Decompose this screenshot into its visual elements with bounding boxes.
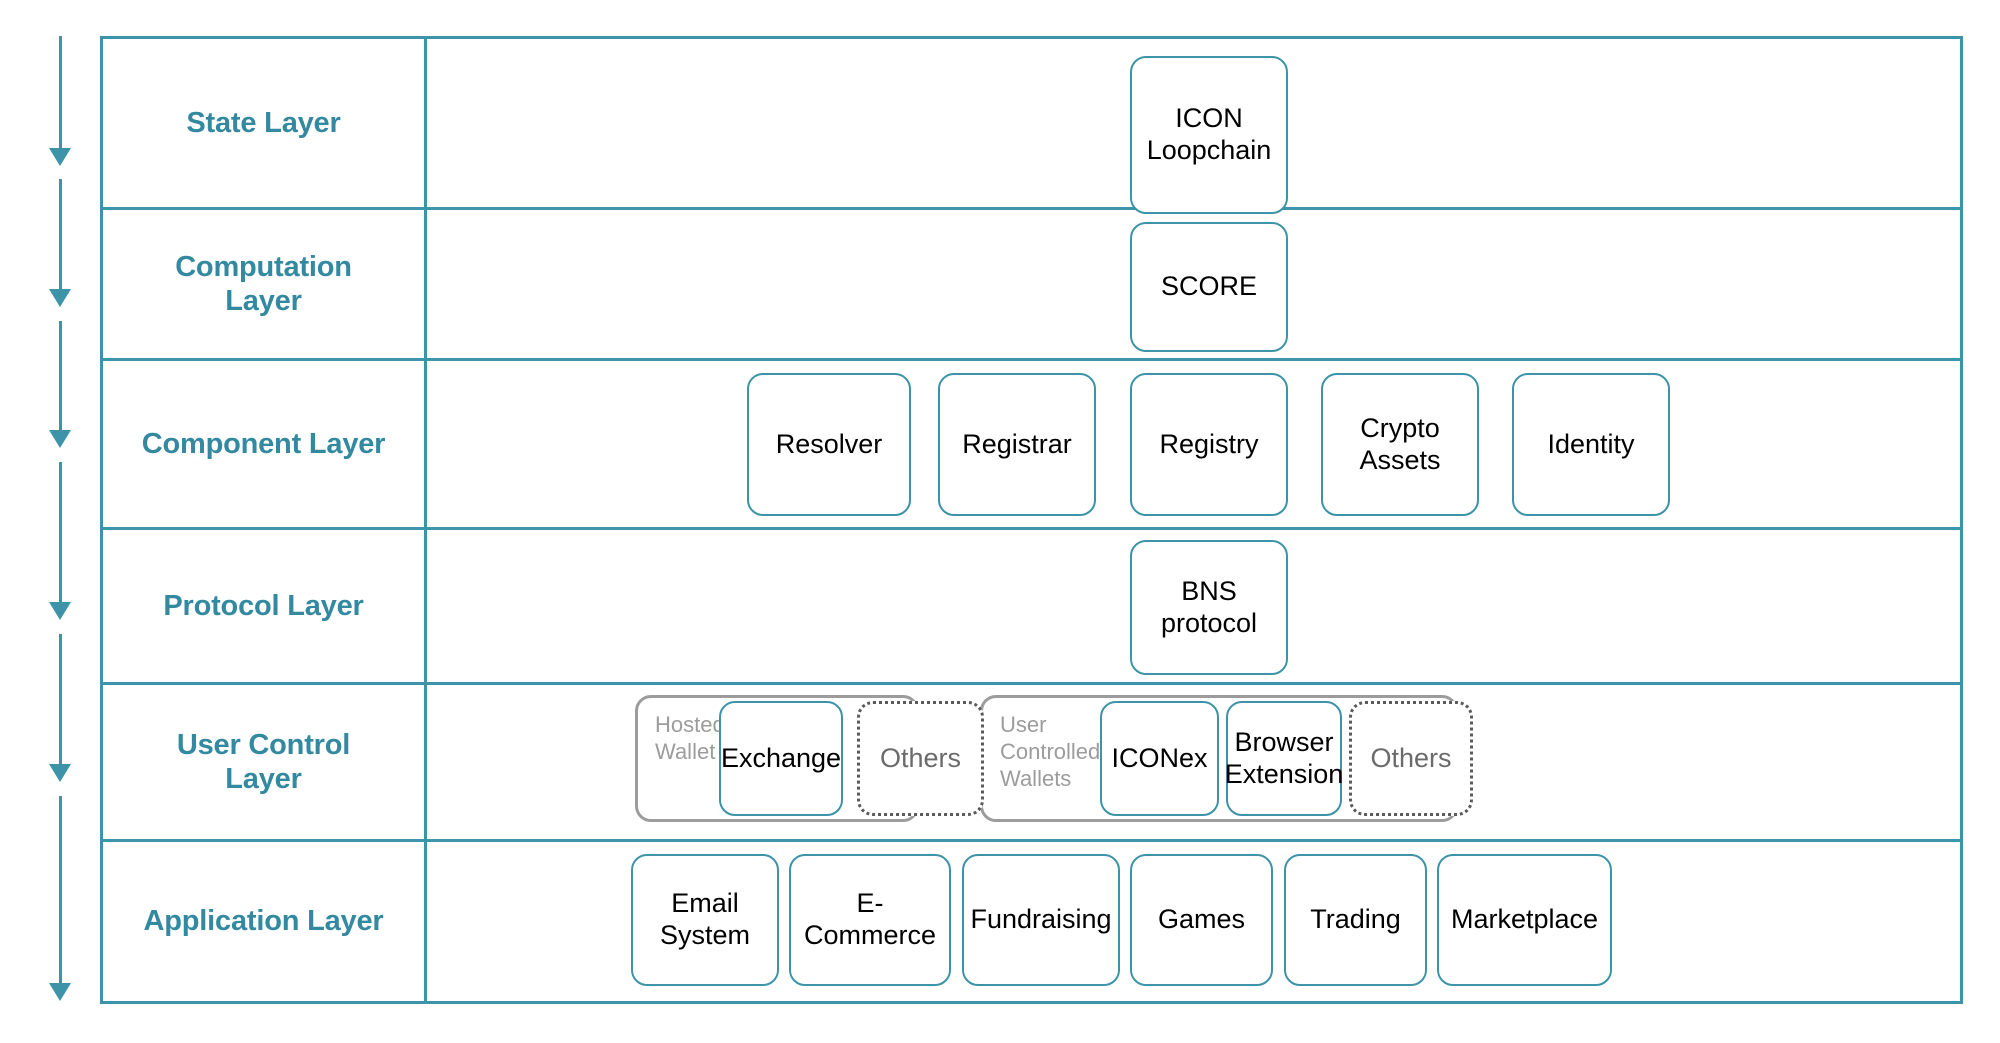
node-e-commerce[interactable]: E- Commerce — [789, 854, 951, 986]
layer-content-computation: SCORE — [427, 210, 1960, 358]
group-user-controlled-wallets-label: User Controlled Wallets — [1000, 712, 1100, 792]
group-hosted-wallet-label-line1: Hosted — [655, 712, 725, 737]
node-marketplace[interactable]: Marketplace — [1437, 854, 1612, 986]
layer-content-application: Email System E- Commerce Fundraising Gam… — [427, 842, 1960, 1001]
node-registrar[interactable]: Registrar — [938, 373, 1096, 516]
node-exchange[interactable]: Exchange — [719, 701, 843, 816]
layer-content-state: ICON Loopchain — [427, 39, 1960, 214]
layer-table: State Layer ICON Loopchain Computation L… — [100, 36, 1963, 1004]
node-email-system[interactable]: Email System — [631, 854, 779, 986]
arrow-down-icon-6 — [40, 796, 80, 1001]
node-registry[interactable]: Registry — [1130, 373, 1288, 516]
layer-row-component: Component Layer Resolver Registrar Regis… — [103, 361, 1960, 530]
group-hosted-wallet-label-line2: Wallet — [655, 738, 716, 764]
arrow-down-icon-5 — [40, 634, 80, 782]
layer-row-application: Application Layer Email System E- Commer… — [103, 842, 1960, 1001]
node-others-user-controlled-wallets[interactable]: Others — [1349, 701, 1473, 816]
layer-row-protocol: Protocol Layer BNS protocol — [103, 530, 1960, 685]
node-e-commerce-line2: Commerce — [803, 920, 937, 950]
layer-label-user-control-line1: User Control — [176, 728, 351, 761]
node-bns-protocol-line2: protocol — [1160, 607, 1258, 638]
group-ucw-label-line2: Controlled — [1000, 738, 1101, 764]
group-hosted-wallet-label: Hosted Wallet — [655, 712, 725, 766]
node-icon-loopchain-line1: ICON — [1175, 103, 1243, 134]
node-trading[interactable]: Trading — [1284, 854, 1427, 986]
arrow-down-icon-1 — [40, 36, 80, 166]
layer-row-user-control: User Control Layer Hosted Wallet User Co… — [103, 685, 1960, 842]
arrow-down-icon-2 — [40, 179, 80, 307]
layer-row-computation: Computation Layer SCORE — [103, 210, 1960, 361]
node-browser-extension-line1: Browser — [1234, 726, 1334, 757]
node-email-system-line2: System — [659, 920, 751, 950]
node-browser-extension-line2: Extension — [1224, 758, 1344, 789]
node-crypto-assets-line2: Assets — [1359, 444, 1441, 475]
layer-label-computation-line2: Layer — [225, 285, 302, 317]
node-icon-loopchain[interactable]: ICON Loopchain — [1130, 56, 1288, 214]
arrow-down-icon-3 — [40, 321, 80, 448]
node-icon-loopchain-line2: Loopchain — [1146, 135, 1272, 165]
node-bns-protocol-line1: BNS — [1181, 575, 1237, 606]
layer-label-state: State Layer — [103, 39, 427, 207]
layer-label-application: Application Layer — [103, 842, 427, 1001]
node-fundraising[interactable]: Fundraising — [962, 854, 1120, 986]
node-games[interactable]: Games — [1130, 854, 1273, 986]
node-browser-extension[interactable]: Browser Extension — [1224, 701, 1344, 816]
layer-label-computation-line1: Computation — [175, 250, 352, 283]
flow-arrow-rail — [40, 36, 80, 1004]
node-crypto-assets-line1: Crypto — [1360, 412, 1440, 443]
node-crypto-assets[interactable]: Crypto Assets — [1321, 373, 1479, 516]
layer-label-computation: Computation Layer — [103, 210, 427, 358]
node-identity[interactable]: Identity — [1512, 373, 1670, 516]
node-others-hosted-wallet[interactable]: Others — [857, 701, 984, 816]
layer-label-user-control-line2: Layer — [225, 763, 302, 795]
layer-content-protocol: BNS protocol — [427, 530, 1960, 682]
node-e-commerce-line1: E- — [856, 888, 884, 919]
node-email-system-line1: Email — [671, 888, 739, 919]
layer-content-user-control: Hosted Wallet User Controlled Wallets Ex… — [427, 685, 1960, 839]
layer-label-component: Component Layer — [103, 361, 427, 527]
group-ucw-label-line1: User — [1000, 712, 1047, 737]
node-bns-protocol[interactable]: BNS protocol — [1130, 540, 1288, 675]
node-score[interactable]: SCORE — [1130, 222, 1288, 352]
arrow-down-icon-4 — [40, 462, 80, 620]
layer-row-state: State Layer ICON Loopchain — [103, 39, 1960, 214]
layer-content-component: Resolver Registrar Registry Crypto Asset… — [427, 361, 1960, 527]
node-iconex[interactable]: ICONex — [1100, 701, 1219, 816]
group-ucw-label-line3: Wallets — [1000, 765, 1072, 791]
node-resolver[interactable]: Resolver — [747, 373, 911, 516]
layer-label-protocol: Protocol Layer — [103, 530, 427, 682]
layer-label-user-control: User Control Layer — [103, 685, 427, 839]
